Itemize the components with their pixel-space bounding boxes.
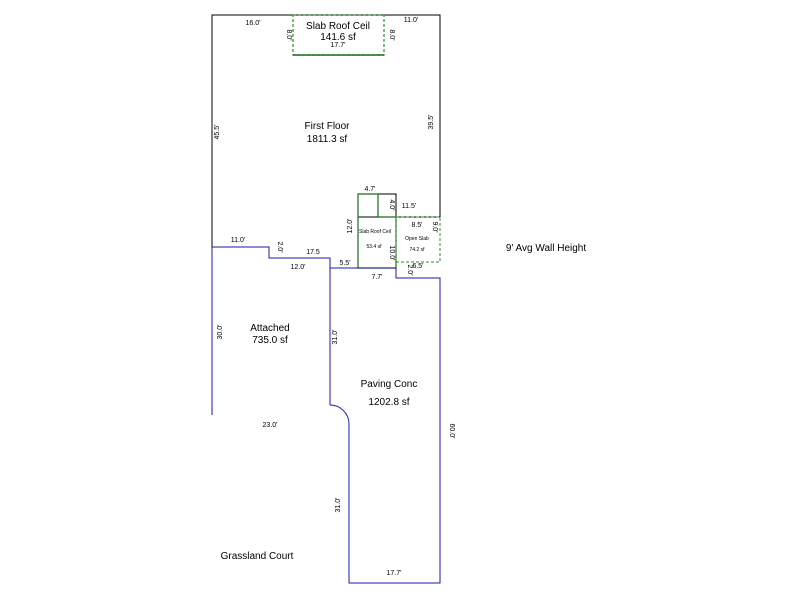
dim-notch-right: 11.5' — [402, 203, 416, 210]
paving-outline — [329, 267, 441, 584]
dim-open-slab-height: 9.0' — [431, 221, 438, 232]
first-floor-name: First Floor — [305, 121, 351, 132]
dim-notch-top: 4.7' — [364, 186, 375, 193]
dim-paving-right: 60.0' — [448, 424, 455, 439]
dim-small-bottom: 5.5' — [339, 260, 350, 267]
dim-attached-right: 31.0' — [332, 330, 339, 345]
dim-paving-top: 7.7' — [371, 274, 382, 281]
dim-attached-left: 30.0' — [217, 325, 224, 340]
dim-open-slab-width: 8.5' — [411, 222, 422, 229]
dim-attached-bottom: 23.0' — [263, 422, 278, 429]
dim-step-mid: 17.5 — [306, 249, 320, 256]
dim-slab-left: 8.0' — [285, 29, 292, 40]
slab-roof-top-name: Slab Roof Ceil — [306, 21, 370, 32]
dim-open-bottom: 6.5' — [412, 263, 423, 270]
attached-outline — [211, 246, 331, 415]
dim-top-left: 16.0' — [246, 20, 261, 27]
open-slab-area: 74.2 sf — [409, 247, 425, 253]
dim-right-wall: 39.5' — [428, 115, 435, 130]
slab-roof-small-name: Slab Roof Ceil — [359, 229, 391, 235]
slab-roof-top-area: 141.6 sf — [320, 32, 356, 43]
dim-notch-small: 4.0' — [388, 199, 395, 210]
open-slab-name: Open Slab — [405, 236, 429, 242]
dim-step-bottom: 12.0' — [291, 264, 306, 271]
attached-name: Attached — [250, 323, 289, 334]
slab-roof-small-area: 53.4 sf — [366, 244, 382, 250]
attached-area: 735.0 sf — [252, 335, 288, 346]
dim-small-slab-height: 12.0' — [347, 219, 354, 234]
dim-step-height: 2.0' — [276, 241, 283, 252]
dim-small-right: 2.0' — [406, 264, 413, 275]
dim-left-wall: 45.5' — [214, 125, 221, 140]
dim-paving-left: 31.0' — [335, 498, 342, 513]
dim-small-slab-inner: 10.0' — [388, 246, 395, 261]
dim-paving-bottom: 17.7' — [387, 570, 402, 577]
dim-slab-right: 8.0' — [388, 29, 395, 40]
paving-name: Paving Conc — [361, 379, 418, 390]
paving-area: 1202.8 sf — [368, 397, 409, 408]
open-slab-outline — [395, 216, 441, 263]
street-name: Grassland Court — [221, 551, 294, 562]
dim-slab-bottom: 17.7' — [331, 42, 346, 49]
wall-height-note: 9' Avg Wall Height — [506, 243, 587, 254]
dim-step-left: 11.0' — [231, 237, 245, 244]
first-floor-area: 1811.3 sf — [307, 134, 348, 145]
dim-top-right: 11.0' — [404, 17, 418, 24]
